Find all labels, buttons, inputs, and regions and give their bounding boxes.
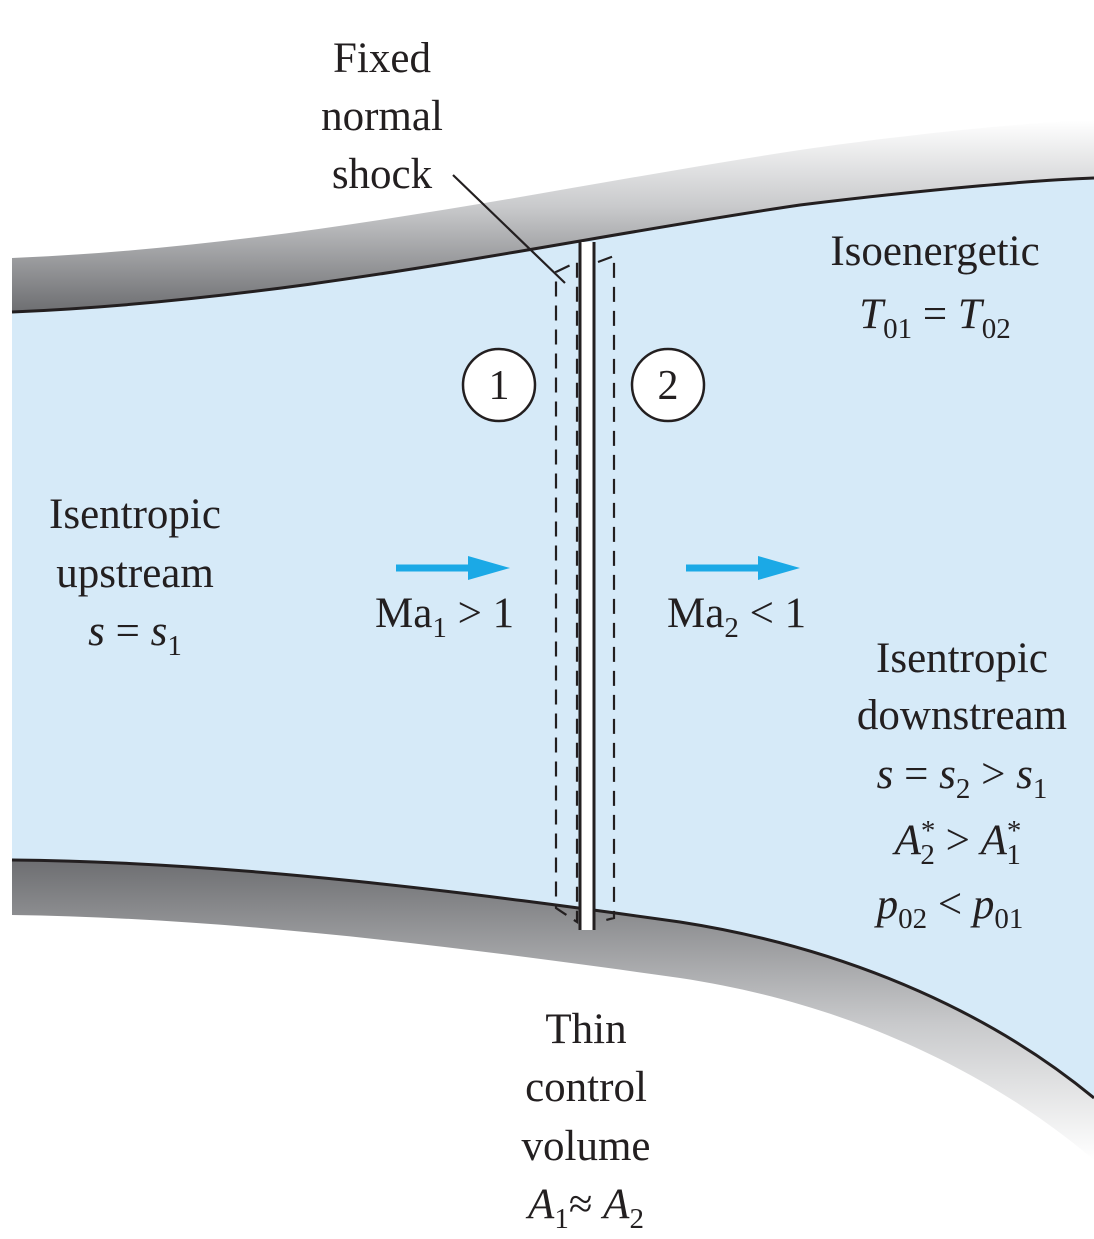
downstream-label-line-1: Isentropic bbox=[876, 635, 1048, 682]
station-2-label: 2 bbox=[658, 363, 679, 409]
isoenergetic-label: Isoenergetic bbox=[830, 228, 1039, 275]
stagnation-pressure-relation: p02 < p01 bbox=[874, 881, 1024, 935]
shock-label-line-2: normal bbox=[321, 93, 443, 140]
shock-label-line-1: Fixed bbox=[333, 35, 431, 82]
lower-wall bbox=[12, 860, 1094, 1160]
control-volume-outline bbox=[554, 254, 616, 925]
upper-wall-edge bbox=[11, 176, 1094, 314]
downstream-entropy: s = s2 > s1 bbox=[877, 751, 1048, 805]
control-volume-label-line-2: control bbox=[525, 1064, 647, 1111]
flow-region bbox=[12, 178, 1094, 1098]
shock-leader-line bbox=[452, 174, 566, 284]
lower-wall-edge bbox=[11, 858, 1094, 1100]
stagnation-temperature-relation: T01 = T02 bbox=[859, 291, 1011, 345]
normal-shock bbox=[580, 242, 594, 930]
mach-2-label: Ma2 < 1 bbox=[667, 590, 806, 644]
area-relation: A1≈ A2 bbox=[525, 1181, 644, 1234]
upper-wall bbox=[12, 120, 1094, 312]
station-2-circle bbox=[630, 347, 706, 423]
upstream-label-line-2: upstream bbox=[56, 550, 214, 597]
station-1-label: 1 bbox=[489, 363, 510, 409]
mach-1-label: Ma1 > 1 bbox=[375, 590, 514, 644]
throat-area-relation: A*2 > A*1 bbox=[892, 815, 1022, 871]
downstream-label-line-2: downstream bbox=[857, 692, 1067, 739]
upstream-entropy: s = s1 bbox=[88, 608, 182, 662]
control-volume-label-line-1: Thin bbox=[545, 1006, 626, 1053]
downstream-flow-arrow-head bbox=[758, 556, 800, 580]
upstream-label-line-1: Isentropic bbox=[49, 491, 221, 538]
station-1-circle bbox=[461, 347, 537, 423]
control-volume-label-line-3: volume bbox=[522, 1123, 651, 1170]
shock-label-line-3: shock bbox=[332, 151, 433, 198]
upstream-flow-arrow-head bbox=[468, 556, 510, 580]
